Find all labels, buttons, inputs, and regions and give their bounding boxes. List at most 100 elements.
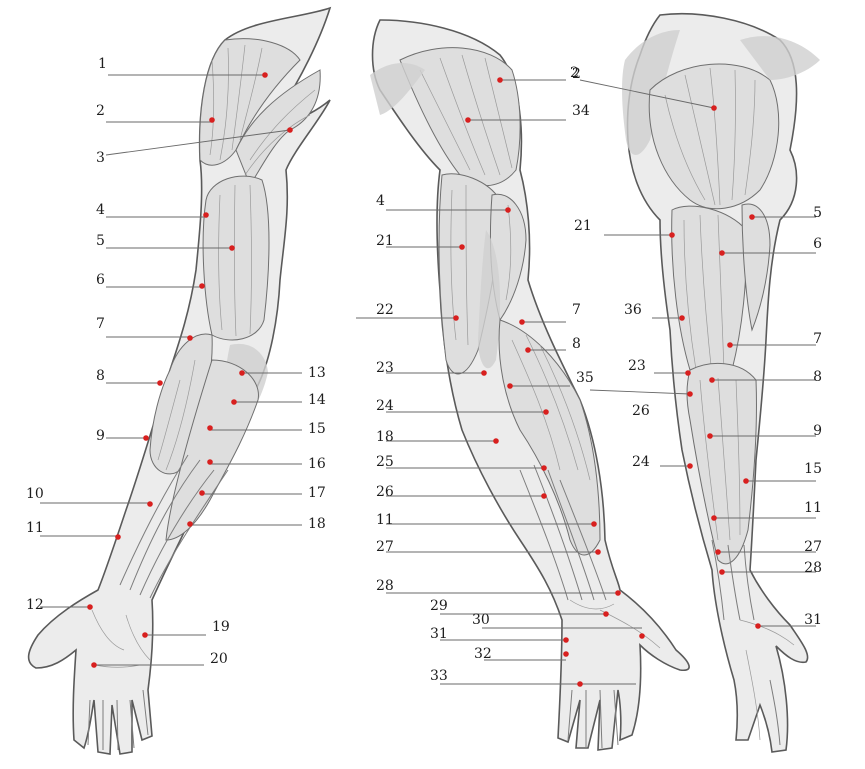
anterior-marker-dot: [115, 534, 121, 540]
anterior-marker-dot: [147, 501, 153, 507]
lateral-marker-dot: [595, 549, 601, 555]
posterior-label-number: 6: [813, 236, 822, 252]
lateral-marker-dot: [497, 77, 503, 83]
posterior-marker-dot: [685, 370, 691, 376]
posterior-label-number: 26: [632, 403, 650, 419]
lateral-label-number: 4: [376, 193, 385, 209]
lateral-marker-dot: [493, 438, 499, 444]
anterior-marker-dot: [207, 425, 213, 431]
posterior-marker-dot: [749, 214, 755, 220]
lateral-marker-dot: [459, 244, 465, 250]
anterior-label-number: 16: [308, 456, 326, 472]
lateral-marker-dot: [563, 651, 569, 657]
anterior-label-number: 2: [96, 103, 105, 119]
posterior-marker-dot: [743, 478, 749, 484]
lateral-label-number: 33: [430, 668, 448, 684]
lateral-label-number: 25: [376, 454, 394, 470]
anterior-label-number: 7: [96, 316, 105, 332]
posterior-marker-dot: [679, 315, 685, 321]
posterior-marker-dot: [711, 515, 717, 521]
posterior-label-number: 27: [804, 539, 822, 555]
anterior-label-number: 9: [96, 428, 105, 444]
lateral-marker-dot: [615, 590, 621, 596]
posterior-marker-dot: [707, 433, 713, 439]
posterior-label-number: 9: [813, 423, 822, 439]
anterior-label-number: 4: [96, 202, 105, 218]
anterior-marker-dot: [239, 370, 245, 376]
anterior-label-number: 20: [210, 651, 228, 667]
posterior-label-number: 23: [628, 358, 646, 374]
lateral-marker-dot: [525, 347, 531, 353]
lateral-marker-dot: [603, 611, 609, 617]
anterior-marker-dot: [187, 335, 193, 341]
lateral-label-number: 21: [376, 233, 394, 249]
lateral-marker-dot: [541, 465, 547, 471]
posterior-marker-dot: [709, 377, 715, 383]
lateral-label-number: 28: [376, 578, 394, 594]
posterior-forearm: [687, 363, 757, 563]
posterior-label-number: 15: [804, 461, 822, 477]
posterior-marker-dot: [687, 391, 693, 397]
lateral-marker-dot: [563, 637, 569, 643]
anterior-marker-dot: [187, 521, 193, 527]
posterior-marker-dot: [669, 232, 675, 238]
posterior-marker-dot: [755, 623, 761, 629]
lateral-marker-dot: [543, 409, 549, 415]
lateral-marker-dot: [481, 370, 487, 376]
posterior-label-number: 7: [813, 331, 822, 347]
lateral-label-number: 23: [376, 360, 394, 376]
anterior-marker-dot: [142, 632, 148, 638]
anterior-label-number: 11: [26, 520, 44, 536]
anterior-label-number: 5: [96, 233, 105, 249]
lateral-label-number: 26: [376, 484, 394, 500]
lateral-marker-dot: [541, 493, 547, 499]
lateral-marker-dot: [519, 319, 525, 325]
anterior-label-number: 10: [26, 486, 44, 502]
lateral-marker-dot: [453, 315, 459, 321]
lateral-marker-dot: [507, 383, 513, 389]
lateral-label-number: 18: [376, 429, 394, 445]
lateral-marker-dot: [505, 207, 511, 213]
anterior-label-number: 19: [212, 619, 230, 635]
lateral-label-number: 11: [376, 512, 394, 528]
posterior-marker-dot: [719, 250, 725, 256]
anterior-marker-dot: [203, 212, 209, 218]
posterior-marker-dot: [727, 342, 733, 348]
anterior-marker-dot: [287, 127, 293, 133]
posterior-label-number: 2: [570, 65, 579, 81]
anterior-label-number: 1: [98, 56, 107, 72]
posterior-label-number: 31: [804, 612, 822, 628]
posterior-label-number: 5: [813, 205, 822, 221]
lateral-label-number: 22: [376, 302, 394, 318]
anterior-marker-dot: [87, 604, 93, 610]
anterior-label-number: 17: [308, 485, 326, 501]
lateral-marker-dot: [591, 521, 597, 527]
anterior-label-number: 3: [96, 150, 105, 166]
anterior-marker-dot: [209, 117, 215, 123]
anterior-label-number: 12: [26, 597, 44, 613]
anterior-label-number: 14: [308, 392, 326, 408]
posterior-label-number: 8: [813, 369, 822, 385]
posterior-marker-dot: [715, 549, 721, 555]
anterior-label-number: 13: [308, 365, 326, 381]
posterior-label-number: 21: [574, 218, 592, 234]
posterior-marker-dot: [711, 105, 717, 111]
anterior-label-number: 18: [308, 516, 326, 532]
anterior-marker-dot: [143, 435, 149, 441]
anterior-label-number: 6: [96, 272, 105, 288]
posterior-label-number: 28: [804, 560, 822, 576]
lateral-label-number: 31: [430, 626, 448, 642]
lateral-label-number: 27: [376, 539, 394, 555]
posterior-marker-dot: [719, 569, 725, 575]
lateral-label-number: 35: [576, 370, 594, 386]
biceps: [203, 176, 269, 340]
lateral-label-number: 24: [376, 398, 394, 414]
lateral-marker-dot: [639, 633, 645, 639]
lateral-label-number: 34: [572, 103, 590, 119]
anterior-label-number: 8: [96, 368, 105, 384]
anterior-label-number: 15: [308, 421, 326, 437]
anterior-marker-dot: [199, 283, 205, 289]
anterior-marker-dot: [157, 380, 163, 386]
